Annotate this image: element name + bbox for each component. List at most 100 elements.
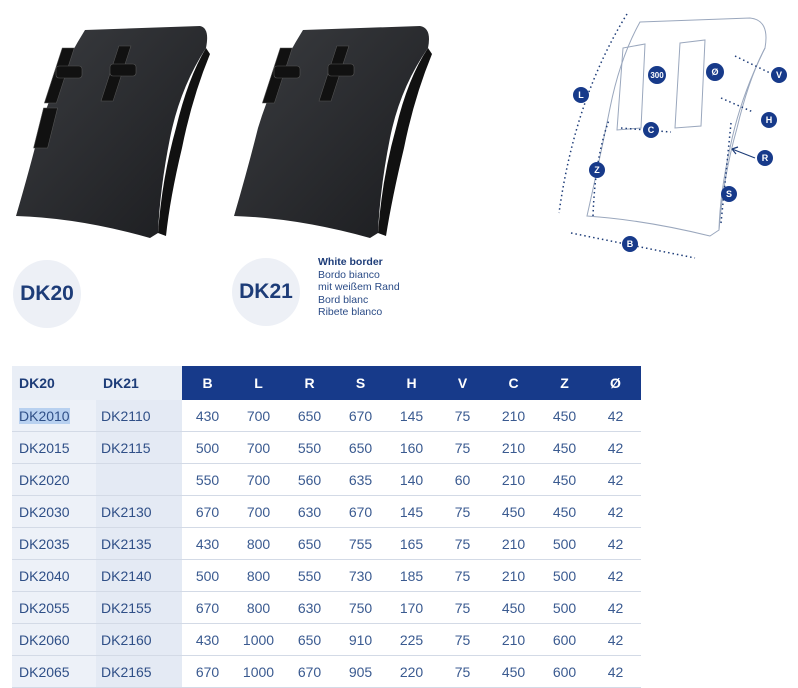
cell-text: DK2115 [101, 439, 151, 456]
dimension-cell: 42 [590, 431, 641, 464]
cell-text: 800 [246, 535, 271, 552]
cell-text: DK2020 [19, 471, 70, 488]
svg-text:R: R [762, 153, 769, 163]
label-diameter: Ø [706, 63, 724, 81]
variant-line: Ribete blanco [318, 306, 383, 319]
cell-text: DK2140 [101, 567, 152, 584]
cell-text: DK2030 [19, 503, 70, 520]
cell-text: 700 [246, 407, 271, 424]
label-Z: Z [589, 162, 605, 178]
table-header-row: DK20 DK21 B L R S H V C Z Ø [12, 366, 641, 400]
cell-text: 550 [297, 439, 322, 456]
header-r: R [284, 366, 335, 400]
dimension-cell: 500 [539, 527, 590, 560]
dk21-code-cell: DK2135 [96, 527, 182, 560]
cell-text: 160 [399, 439, 424, 456]
cell-text: 140 [399, 471, 424, 488]
cell-text: 170 [399, 599, 424, 616]
svg-text:C: C [648, 125, 655, 135]
dk21-code-cell: DK2115 [96, 431, 182, 464]
dimension-cell: 910 [335, 623, 386, 656]
dimension-cell: 755 [335, 527, 386, 560]
cell-text: DK2010 [19, 407, 70, 424]
dimension-cell: 550 [182, 463, 233, 496]
cell-text: 210 [501, 535, 526, 552]
cell-text: 430 [195, 535, 220, 552]
dimension-cell: 650 [284, 623, 335, 656]
dimension-cell: 450 [488, 591, 539, 624]
cell-text: 75 [454, 567, 471, 584]
dimension-cell: 42 [590, 591, 641, 624]
dk21-code-cell: DK2140 [96, 559, 182, 592]
cell-text: 670 [195, 599, 220, 616]
dimension-cell: 550 [284, 559, 335, 592]
cell-text: 670 [297, 663, 322, 680]
dk20-code-cell: DK2040 [12, 559, 96, 592]
cell-text: 650 [297, 535, 322, 552]
dimension-cell: 670 [182, 495, 233, 528]
cell-text: 450 [552, 503, 577, 520]
dimension-cell: 700 [233, 431, 284, 464]
dk20-code-cell: DK2015 [12, 431, 96, 464]
label-B: B [622, 236, 638, 252]
dimension-cell: 185 [386, 559, 437, 592]
dimension-cell: 630 [284, 591, 335, 624]
dimension-cell: 500 [182, 431, 233, 464]
dimension-cell: 225 [386, 623, 437, 656]
cell-text: 450 [501, 599, 526, 616]
product-code-dk20: DK20 [13, 260, 81, 328]
label-H: H [761, 112, 777, 128]
dimension-cell: 430 [182, 400, 233, 432]
cell-text: DK2015 [19, 439, 70, 456]
cell-text: DK2060 [19, 631, 70, 648]
cell-text: 165 [399, 535, 424, 552]
label-R: R [757, 150, 773, 166]
cell-text: 700 [246, 471, 271, 488]
cell-text: 75 [454, 439, 471, 456]
dimension-cell: 650 [335, 431, 386, 464]
dimension-cell: 75 [437, 400, 488, 432]
cell-text: DK2130 [101, 503, 152, 520]
cell-text: 75 [454, 599, 471, 616]
cell-text: 450 [501, 503, 526, 520]
dk21-code-cell: DK2160 [96, 623, 182, 656]
variant-line: Bordo bianco [318, 268, 380, 281]
svg-text:Z: Z [594, 165, 600, 175]
cell-text: 210 [501, 631, 526, 648]
dimension-cell: 500 [539, 559, 590, 592]
mudflap-dk21-image [234, 26, 432, 238]
dimension-cell: 450 [488, 655, 539, 688]
cell-text: 210 [501, 567, 526, 584]
cell-text: 500 [195, 567, 220, 584]
dimensions-table: DK20 DK21 B L R S H V C Z Ø DK2010 DK2110… [12, 366, 641, 688]
header-l: L [233, 366, 284, 400]
dk21-code-cell: DK2165 [96, 655, 182, 688]
cell-text: 42 [607, 471, 624, 488]
cell-text: 42 [607, 439, 624, 456]
dimension-cell: 800 [233, 527, 284, 560]
cell-text: 905 [348, 663, 373, 680]
header-dk21: DK21 [96, 366, 182, 400]
header-h: H [386, 366, 437, 400]
cell-text: 225 [399, 631, 424, 648]
cell-text: 635 [348, 471, 373, 488]
dimension-cell: 42 [590, 400, 641, 432]
dimension-cell: 42 [590, 495, 641, 528]
dimension-cell: 170 [386, 591, 437, 624]
dk20-code-cell: DK2030 [12, 495, 96, 528]
label-300: 300 [648, 66, 666, 84]
dimension-cell: 500 [539, 591, 590, 624]
cell-text: DK2110 [101, 407, 151, 424]
cell-text: 220 [399, 663, 424, 680]
dimension-cell: 75 [437, 623, 488, 656]
cell-text: 670 [195, 503, 220, 520]
cell-text: 42 [607, 407, 624, 424]
cell-text: 450 [552, 439, 577, 456]
header-z: Z [539, 366, 590, 400]
dimension-cell: 165 [386, 527, 437, 560]
cell-text: 42 [607, 567, 624, 584]
dimension-cell: 75 [437, 591, 488, 624]
cell-text: 755 [348, 535, 373, 552]
cell-text: 210 [501, 439, 526, 456]
